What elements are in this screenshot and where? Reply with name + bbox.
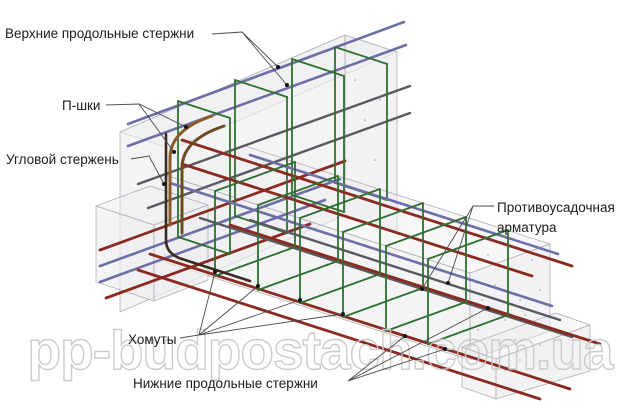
corner-bars: [164, 114, 252, 283]
corner-rod: [164, 132, 252, 283]
label-anti-shrinkage-line1: Противоусадочная: [497, 200, 615, 215]
concrete-footing-step: [461, 312, 591, 400]
wall-rebar: [98, 20, 412, 300]
labels: Верхние продольные стержни П-шки Угловой…: [5, 26, 615, 391]
lower-longitudinal-rod: [136, 268, 542, 401]
leader-lines: [105, 31, 494, 382]
stirrup: [342, 202, 424, 318]
upper-longitudinal-rod: [126, 20, 406, 126]
u-shape-bar: [168, 114, 214, 227]
stirrup: [257, 175, 339, 291]
concrete-stipple: [354, 79, 571, 376]
concrete-left-stub: [95, 185, 209, 302]
label-corner-rod: Угловой стержень: [6, 152, 119, 167]
wall-bottom-rod: [98, 159, 347, 252]
u-shape-bar: [180, 124, 226, 235]
stirrup: [427, 229, 509, 345]
beam-rebar: [136, 138, 602, 401]
lower-longitudinal-rod: [228, 223, 602, 346]
label-anti-shrinkage-line2: арматура: [497, 220, 557, 235]
upper-longitudinal-rod: [126, 43, 408, 148]
stirrup: [385, 216, 467, 332]
lower-longitudinal-rod: [148, 252, 572, 391]
wall-bottom-rod: [104, 222, 312, 300]
watermark-text: pp-budpostach.com.ua: [28, 319, 614, 381]
beam-top-rod: [168, 181, 554, 308]
wall-bottom-rod: [98, 177, 342, 268]
label-upper-longitudinal: Верхние продольные стержни: [5, 26, 194, 41]
stirrup: [299, 188, 381, 304]
anti-shrinkage-rod: [146, 111, 412, 210]
label-lower-longitudinal: Нижние продольные стержни: [133, 376, 318, 391]
stirrup: [214, 161, 296, 277]
beam-top-rod: [248, 153, 560, 256]
label-stirrups: Хомуты: [128, 332, 176, 347]
stirrup: [291, 58, 345, 213]
label-u-shapes: П-шки: [62, 98, 100, 113]
corner-continuation-rod: [180, 138, 574, 268]
